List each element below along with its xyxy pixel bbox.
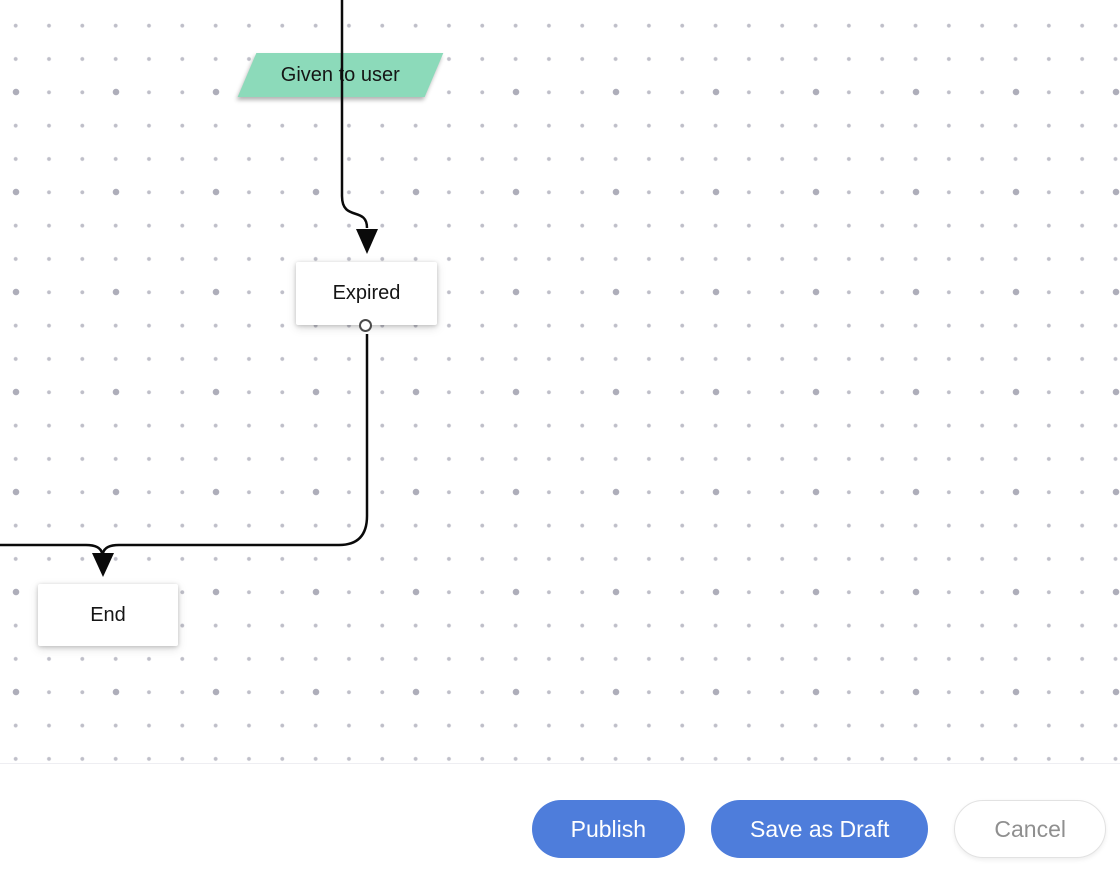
action-bar: Publish Save as Draft Cancel: [0, 763, 1120, 872]
arrowhead-expired: [356, 229, 378, 254]
save-as-draft-button[interactable]: Save as Draft: [711, 800, 929, 858]
node-label: End: [90, 603, 126, 626]
node-label: Given to user: [281, 63, 400, 86]
node-label: Expired: [332, 282, 401, 304]
edge-top-to-expired: [340, 0, 369, 229]
arrowhead-end: [92, 553, 114, 577]
edge-layer: [0, 0, 378, 577]
node-end[interactable]: End: [38, 584, 178, 646]
cancel-button[interactable]: Cancel: [954, 800, 1106, 858]
workflow-canvas[interactable]: Given to user Expired End: [0, 0, 1120, 763]
connector-port-expired-bottom[interactable]: [359, 319, 372, 332]
node-given-to-user[interactable]: Given to user: [237, 53, 444, 97]
publish-button[interactable]: Publish: [531, 800, 686, 858]
node-expired[interactable]: Expired: [296, 262, 437, 325]
edge-expired-to-end: [101, 334, 369, 554]
edge-left-to-end: [0, 543, 104, 554]
